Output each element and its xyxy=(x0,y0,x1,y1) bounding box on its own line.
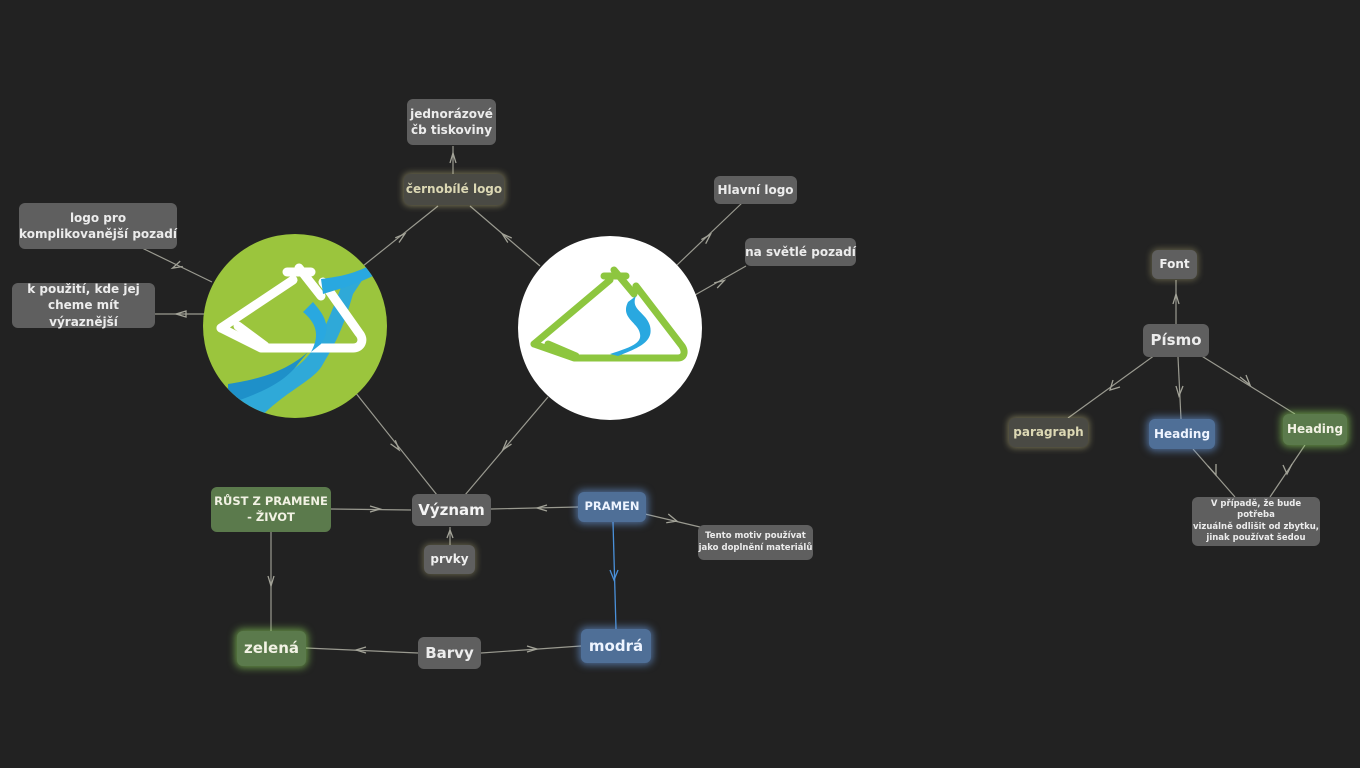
link-pismo-heading-green xyxy=(1199,354,1296,415)
arrow-head xyxy=(714,279,727,289)
link-heading-green-note xyxy=(1269,444,1306,498)
arrow-head xyxy=(701,232,713,244)
arrow-head xyxy=(170,260,183,270)
link-green-logo-komplik xyxy=(141,247,213,283)
node-v-pripade[interactable]: V případě, že bude potřeba vizuálně odli… xyxy=(1192,497,1320,546)
arrow-head xyxy=(1109,379,1121,391)
link-white-logo-cernobile xyxy=(469,205,541,267)
arrow-head xyxy=(534,504,548,512)
arrow-head xyxy=(267,575,275,589)
arrow-head xyxy=(1207,464,1217,477)
arrow-head xyxy=(369,505,383,513)
link-pismo-heading-blue xyxy=(1177,356,1182,420)
node-modra[interactable]: modrá xyxy=(581,629,651,663)
logo-green-circle[interactable] xyxy=(203,234,387,418)
link-pramen-modra xyxy=(612,521,617,630)
brand-mark-icon xyxy=(216,263,377,418)
link-vyznam-white-logo xyxy=(464,396,549,496)
arrow-head xyxy=(666,513,679,524)
node-k-pouziti[interactable]: k použití, kde jej cheme mít výraznější xyxy=(12,282,155,329)
link-barvy-zelena xyxy=(305,647,419,654)
node-prvky[interactable]: prvky xyxy=(424,545,475,574)
link-pramen-tento xyxy=(644,513,701,528)
arrow-head xyxy=(1172,291,1180,305)
node-na-svetle-pozadi[interactable]: na světlé pozadí xyxy=(745,238,856,266)
arrow-head xyxy=(501,439,512,452)
arrow-head xyxy=(526,645,540,653)
arrow-head xyxy=(449,150,457,164)
brand-mark-icon xyxy=(530,266,688,362)
node-cernobile-logo[interactable]: černobílé logo xyxy=(404,174,504,205)
link-white-logo-svetle xyxy=(694,265,747,296)
node-vyznam[interactable]: Význam xyxy=(412,494,491,526)
arrow-head xyxy=(500,232,513,243)
node-logo-komplikovanejsi[interactable]: logo pro komplikovanější pozadí xyxy=(19,203,177,249)
arrow-head xyxy=(1239,374,1252,388)
arrow-head xyxy=(173,310,187,318)
node-heading-blue[interactable]: Heading xyxy=(1149,419,1215,449)
node-rust-z-pramene[interactable]: RŮST Z PRAMENE - ŽIVOT xyxy=(211,487,331,532)
node-tento-motiv[interactable]: Tento motiv používat jako doplnění mater… xyxy=(698,525,813,560)
link-barvy-modra xyxy=(480,645,582,654)
node-font[interactable]: Font xyxy=(1152,250,1197,279)
arrow-head xyxy=(446,528,454,539)
logo-white-circle[interactable] xyxy=(518,236,702,420)
node-heading-green[interactable]: Heading xyxy=(1283,414,1347,445)
arrow-head xyxy=(1282,463,1293,476)
link-pramen-vyznam xyxy=(490,506,579,510)
arrow-head xyxy=(353,646,367,654)
arrow-head xyxy=(394,232,407,243)
node-paragraph[interactable]: paragraph xyxy=(1009,418,1088,447)
node-barvy[interactable]: Barvy xyxy=(418,637,481,669)
node-hlavni-logo[interactable]: Hlavní logo xyxy=(714,176,797,204)
arrow-head xyxy=(1175,385,1184,398)
node-zelena[interactable]: zelená xyxy=(237,631,306,666)
node-jednorazove[interactable]: jednorázové čb tiskoviny xyxy=(407,99,496,145)
node-pramen[interactable]: PRAMEN xyxy=(578,492,646,522)
arrow-head xyxy=(390,439,401,452)
arrow-head xyxy=(609,569,619,582)
link-rust-vyznam xyxy=(330,508,412,511)
node-pismo[interactable]: Písmo xyxy=(1143,324,1209,357)
